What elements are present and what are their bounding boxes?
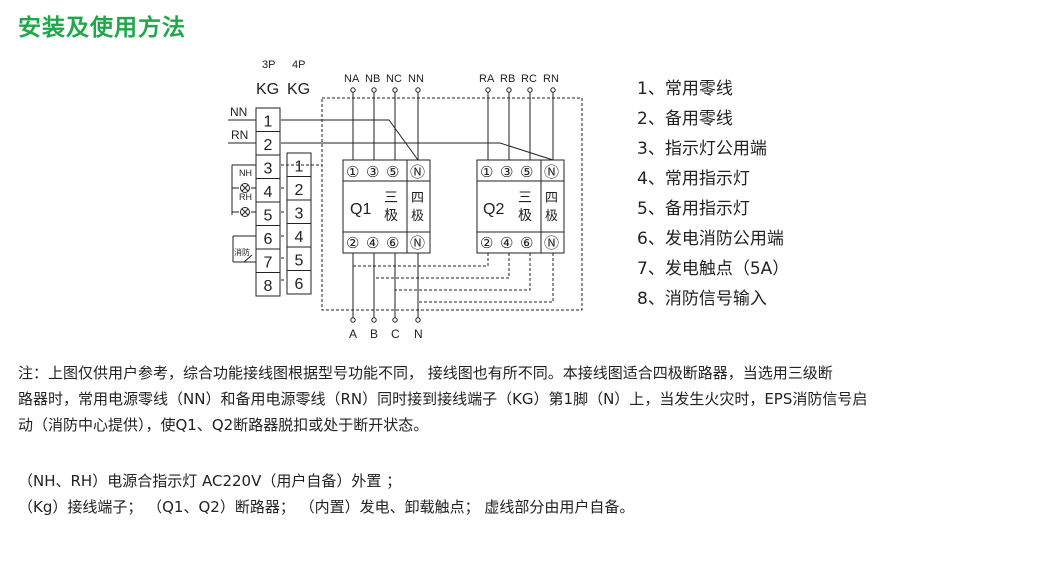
right-terminal-number: 4 xyxy=(295,229,304,246)
note-indicator-line: （NH、RH）电源合指示灯 AC220V（用户自备）外置 ； xyxy=(18,472,402,490)
breaker-q1: ① ③ ⑤ Ⓝ Q1 三 极 四 极 ② ④ ⑥ Ⓝ xyxy=(342,159,431,254)
bottom-label-c: C xyxy=(391,327,400,341)
header-3p: 3P xyxy=(262,59,275,71)
legend-item: 8、消防信号输入 xyxy=(637,289,767,309)
header-kg-right: KG xyxy=(287,81,310,98)
top-label-nn: NN xyxy=(408,73,424,85)
note-components-line: （Kg）接线端子； （Q1、Q2）断路器； （内置）发电、卸载触点； 虚线部分由… xyxy=(18,498,635,516)
note-line: 动（消防中心提供），使Q1、Q2断路器脱扣或处于断开状态。 xyxy=(18,416,429,434)
right-terminal-cell xyxy=(286,270,312,295)
q1-bot-c6: ⑥ xyxy=(386,235,399,252)
left-terminal-number: 6 xyxy=(264,231,273,248)
q1-four-pole-b: 极 xyxy=(411,208,424,223)
note-line: 注：上图仅供用户参考，综合功能接线图根据型号功能不同， 接线图也有所不同。本接线… xyxy=(18,364,833,382)
output-wires xyxy=(352,253,419,318)
label-rh: RH xyxy=(239,192,252,202)
left-terminal-number: 2 xyxy=(264,137,273,154)
lamp-nh-icon xyxy=(240,183,250,193)
page-title: 安装及使用方法 xyxy=(18,15,186,41)
legend-item: 1、常用零线 xyxy=(637,79,733,99)
q1-three-pole-a: 三 xyxy=(384,189,398,205)
user-supplied-dashed-area xyxy=(281,97,583,311)
top-label-rb: RB xyxy=(500,73,515,85)
q2-top-c3: ③ xyxy=(500,164,513,181)
right-terminal-number: 6 xyxy=(295,276,304,293)
top-label-nb: NB xyxy=(365,73,380,85)
q2-bot-cn: Ⓝ xyxy=(544,235,559,252)
q2-bot-c6: ⑥ xyxy=(520,235,533,252)
q2-four-pole-a: 四 xyxy=(545,190,558,205)
left-terminal-number: 1 xyxy=(264,114,273,131)
q2-top-c1: ① xyxy=(480,164,493,181)
top-label-rc: RC xyxy=(521,73,537,85)
left-terminal-number: 8 xyxy=(264,278,273,295)
legend-item: 4、常用指示灯 xyxy=(637,169,750,189)
q2-four-pole-b: 极 xyxy=(545,208,558,223)
q1-bot-c2: ② xyxy=(346,235,359,252)
label-rn: RN xyxy=(231,128,248,142)
terminal-links xyxy=(281,164,286,281)
q1-top-cn: Ⓝ xyxy=(410,164,425,181)
right-terminal-number: 5 xyxy=(295,253,304,270)
top-label-ra: RA xyxy=(479,73,495,85)
indicator-lamp-circuit xyxy=(231,164,256,215)
bottom-label-b: B xyxy=(370,327,378,341)
right-terminal-number: 3 xyxy=(295,206,304,223)
left-terminal-cell xyxy=(255,272,281,297)
breaker-q2: ① ③ ⑤ Ⓝ Q2 三 极 四 极 ② ④ ⑥ Ⓝ xyxy=(476,159,565,254)
q1-three-pole-b: 极 xyxy=(384,207,398,223)
q1-bot-c4: ④ xyxy=(366,235,379,252)
fire-contact-circuit xyxy=(232,235,256,263)
label-fire: 消防 xyxy=(234,247,250,257)
bottom-terminal-dots xyxy=(350,317,421,323)
q1-bot-cn: Ⓝ xyxy=(410,235,425,252)
q2-three-pole-b: 极 xyxy=(518,207,532,223)
legend-item: 6、发电消防公用端 xyxy=(637,229,784,249)
right-terminal-number: 2 xyxy=(295,182,304,199)
notes-section: 注：上图仅供用户参考，综合功能接线图根据型号功能不同， 接线图也有所不同。本接线… xyxy=(18,360,1028,520)
top-feed-wires xyxy=(281,92,554,161)
legend-item: 2、备用零线 xyxy=(637,109,733,129)
q2-bot-c4: ④ xyxy=(500,235,513,252)
note-line: 路器时，常用电源零线（NN）和备用电源零线（RN）同时接到接线端子（KG）第1脚… xyxy=(18,390,868,408)
lamp-rh-icon xyxy=(240,207,250,217)
label-nn: NN xyxy=(230,105,247,119)
q2-to-load-dashed-wires xyxy=(353,253,554,303)
legend-item: 5、备用指示灯 xyxy=(637,199,750,219)
q1-top-c3: ③ xyxy=(366,164,379,181)
left-terminal-number: 3 xyxy=(264,161,273,178)
top-label-nc: NC xyxy=(386,73,402,85)
bottom-label-a: A xyxy=(349,327,357,341)
legend-item: 3、指示灯公用端 xyxy=(637,139,767,159)
q1-four-pole-a: 四 xyxy=(411,190,424,205)
header-kg-left: KG xyxy=(256,81,279,98)
terminal-legend: 1、常用零线 2、备用零线 3、指示灯公用端 4、常用指示灯 5、备用指示灯 6… xyxy=(637,74,789,314)
label-nh: NH xyxy=(239,168,252,178)
q2-bot-c2: ② xyxy=(480,235,493,252)
q1-name: Q1 xyxy=(350,201,371,218)
bottom-label-n: N xyxy=(414,327,423,341)
left-terminal-number: 4 xyxy=(264,184,273,201)
terminal-block-3p: 1 2 3 4 5 6 7 8 xyxy=(255,107,281,297)
terminal-block-4p: 1 2 3 4 5 6 xyxy=(286,152,312,295)
top-terminal-dots xyxy=(350,87,556,93)
wire-nn-rn xyxy=(228,119,256,144)
q1-top-c1: ① xyxy=(346,164,359,181)
q2-top-cn: Ⓝ xyxy=(544,164,559,181)
right-terminal-number: 1 xyxy=(295,159,304,176)
left-terminal-number: 7 xyxy=(264,255,273,272)
legend-item: 7、发电触点（5A） xyxy=(637,259,790,279)
q2-top-c5: ⑤ xyxy=(520,164,533,181)
q2-name: Q2 xyxy=(483,201,504,218)
header-4p: 4P xyxy=(292,59,305,71)
q2-three-pole-a: 三 xyxy=(518,189,532,205)
top-label-na: NA xyxy=(344,73,360,85)
q1-top-c5: ⑤ xyxy=(386,164,399,181)
top-label-rn: RN xyxy=(543,73,559,85)
left-terminal-number: 5 xyxy=(264,208,273,225)
